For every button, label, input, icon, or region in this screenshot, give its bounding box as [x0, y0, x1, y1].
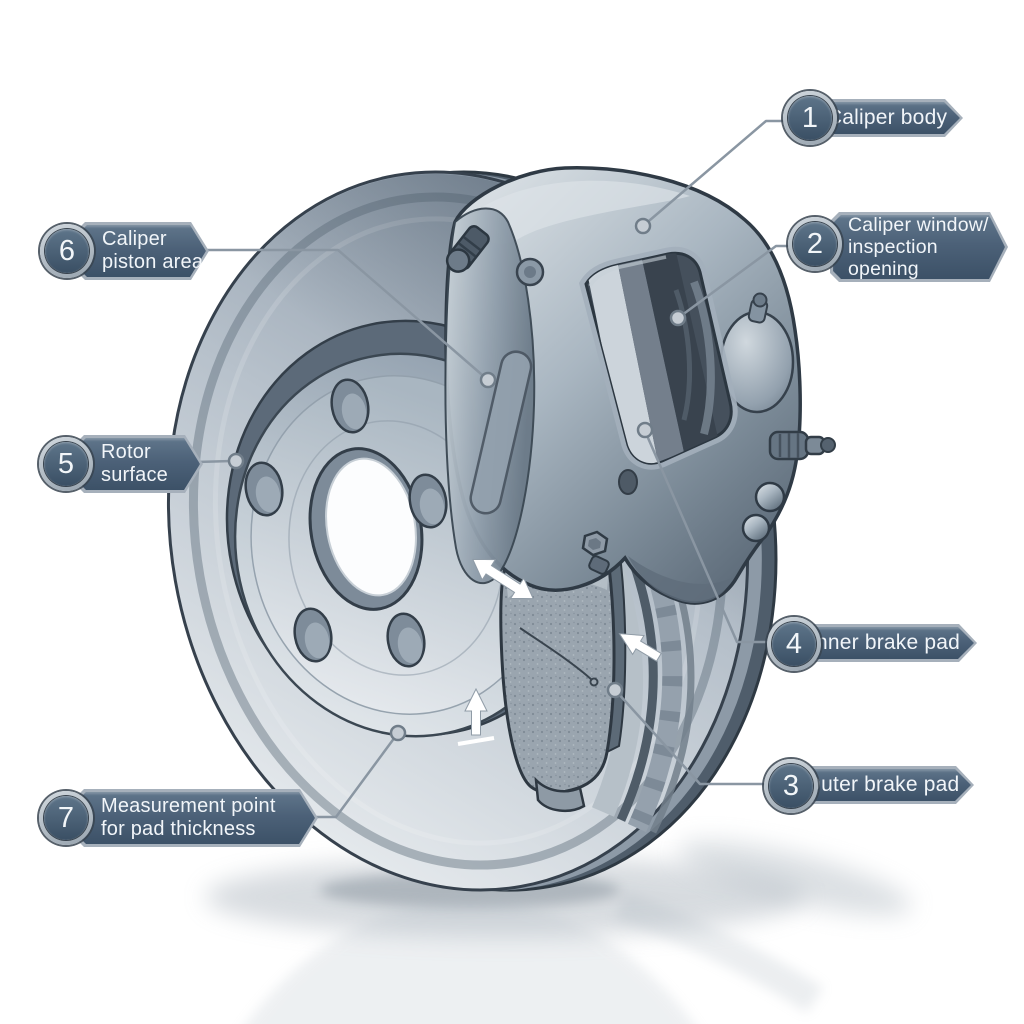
dot-icon — [606, 681, 624, 699]
wheel-bolt-hole — [293, 607, 333, 663]
callout-number: 2 — [806, 227, 824, 260]
wheel-bolt-hole — [386, 612, 426, 668]
floor-reflection — [246, 890, 824, 1024]
callout-badge: Caliper body — [823, 99, 963, 137]
callout-number-badge: 6 — [40, 224, 94, 278]
double-headed-arrow-icon — [472, 558, 534, 600]
callout-number-badge: 5 — [39, 437, 93, 491]
dot-icon — [227, 452, 245, 470]
inner-pad-backing-edge — [586, 255, 658, 464]
callout-badge: Measurement point for pad thickness — [75, 789, 318, 847]
leader-line — [200, 248, 489, 381]
callout-label: Caliper — [102, 228, 167, 250]
callout-number: 6 — [58, 234, 76, 267]
leader-endpoints — [227, 217, 687, 742]
callout-badge: Outer brake pad — [802, 766, 974, 804]
leader-line — [677, 244, 790, 320]
measurement-tick — [457, 736, 495, 746]
callout-label: Rotor — [101, 441, 151, 463]
rotor-hub-bore — [308, 447, 424, 611]
callout-1-caliper-body: Caliper body 1 — [783, 91, 993, 145]
callout-badge: Caliper window/ inspection opening — [830, 212, 1008, 282]
wheel-bolt-hole — [408, 473, 448, 529]
up-arrow-icon — [464, 687, 488, 736]
callout-label: Caliper window/ — [848, 214, 989, 236]
caliper-window — [579, 246, 738, 470]
caliper-scallop — [741, 513, 771, 543]
wheel-bolt-hole — [244, 461, 284, 517]
callout-badge: Inner brake pad — [805, 624, 977, 662]
callout-6-caliper-piston-area: Caliper piston area 6 — [40, 222, 220, 280]
wheel-bolt-hole — [330, 378, 370, 434]
brake-caliper — [444, 166, 836, 605]
callout-label: surface — [101, 464, 168, 486]
callout-label: opening — [848, 258, 919, 280]
leader-line — [643, 430, 768, 644]
callout-3-outer-brake-pad: Outer brake pad 3 — [764, 759, 979, 813]
caliper-scallop — [754, 481, 786, 513]
callout-number-badge: 4 — [767, 617, 821, 671]
callout-7-measurement-point: Measurement point for pad thickness 7 — [39, 789, 329, 847]
inner-pad-shim — [616, 253, 684, 462]
wheel-bolt-holes — [244, 378, 448, 668]
inner-brake-pad-edge — [640, 253, 718, 452]
callout-label: Inner brake pad — [809, 631, 961, 654]
caliper-lower-arm-shade — [628, 556, 732, 604]
callout-number-badge: 3 — [764, 759, 818, 813]
caliper-recessed-slot — [469, 350, 533, 515]
callout-number: 5 — [57, 447, 75, 480]
callout-label: Caliper body — [826, 106, 948, 129]
callout-number: 3 — [782, 769, 800, 802]
callout-number-badge: 2 — [788, 217, 842, 271]
callout-number: 1 — [801, 101, 819, 134]
callout-5-rotor-surface: Rotor surface 5 — [39, 435, 214, 493]
callout-label: Outer brake pad — [804, 773, 960, 796]
callout-number: 7 — [57, 801, 75, 834]
callout-number-badge: 1 — [783, 91, 837, 145]
leader-line — [195, 459, 233, 464]
hose-fitting — [581, 530, 610, 575]
dot-icon — [636, 421, 654, 439]
dot-icon — [669, 309, 687, 327]
leader-line — [615, 690, 765, 786]
callout-2-caliper-window: Caliper window/ inspection opening 2 — [788, 212, 1018, 282]
callout-badge: Caliper piston area — [76, 222, 209, 280]
callout-number-badge: 7 — [39, 791, 93, 845]
dome-nipple — [747, 292, 769, 324]
leader-lines — [195, 119, 790, 819]
dot-icon — [479, 371, 497, 389]
left-arrow-icon — [618, 633, 662, 662]
callout-label: piston area — [102, 251, 204, 273]
caliper-boss — [515, 257, 545, 287]
caliper-bridge-highlight — [470, 180, 690, 244]
caliper-ear-hole — [618, 469, 638, 495]
callout-label: for pad thickness — [101, 818, 256, 840]
dot-icon — [634, 217, 652, 235]
callout-label: Measurement point — [101, 795, 276, 817]
banjo-bolt — [445, 225, 490, 273]
annotation-arrows — [457, 558, 662, 746]
dot-icon — [389, 724, 407, 742]
leader-line — [642, 119, 788, 227]
callout-number: 4 — [785, 627, 803, 660]
bleeder-screw — [768, 430, 836, 461]
callout-label: inspection — [848, 236, 938, 258]
callout-badge: Rotor surface — [75, 435, 203, 493]
callout-4-inner-brake-pad: Inner brake pad 4 — [767, 617, 982, 671]
